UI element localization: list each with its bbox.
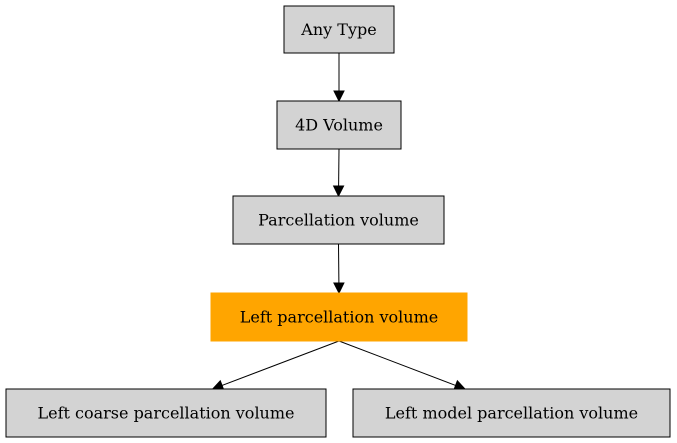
edge-left-parcellation-volume-to-left-coarse-parcellation-volume [211,340,340,391]
node-left-parcellation-volume-box [210,292,468,342]
node-4d-volume[interactable]: 4D Volume [276,100,402,150]
edge-left-parcellation-volume-to-left-model-parcellation-volume [338,340,466,391]
node-left-parcellation-volume[interactable]: Left parcellation volume [210,292,468,342]
node-left-model-parcellation-volume-box [352,388,671,438]
edge-line [221,340,340,386]
arrowhead-icon [333,282,345,295]
node-left-coarse-parcellation-volume-box [5,388,327,438]
edge-4d-volume-to-parcellation-volume [332,148,345,198]
arrowhead-icon [332,185,345,198]
node-left-coarse-parcellation-volume-label: Left coarse parcellation volume [37,404,294,423]
edge-line [338,340,456,386]
edge-parcellation-volume-to-left-parcellation-volume [333,243,345,295]
edges-layer [211,53,466,391]
node-parcellation-volume[interactable]: Parcellation volume [232,195,445,245]
node-left-model-parcellation-volume[interactable]: Left model parcellation volume [352,388,671,438]
node-any-type[interactable]: Any Type [283,5,395,54]
arrowhead-icon [333,90,345,103]
node-left-model-parcellation-volume-label: Left model parcellation volume [385,404,638,423]
node-left-coarse-parcellation-volume[interactable]: Left coarse parcellation volume [5,388,327,438]
node-any-type-label: Any Type [300,20,376,39]
node-any-type-box [283,5,395,54]
node-4d-volume-label: 4D Volume [295,116,383,135]
node-parcellation-volume-label: Parcellation volume [258,211,419,230]
node-left-parcellation-volume-label: Left parcellation volume [240,308,438,327]
node-4d-volume-box [276,100,402,150]
node-parcellation-volume-box [232,195,445,245]
edge-any-type-to-4d-volume [333,53,345,103]
